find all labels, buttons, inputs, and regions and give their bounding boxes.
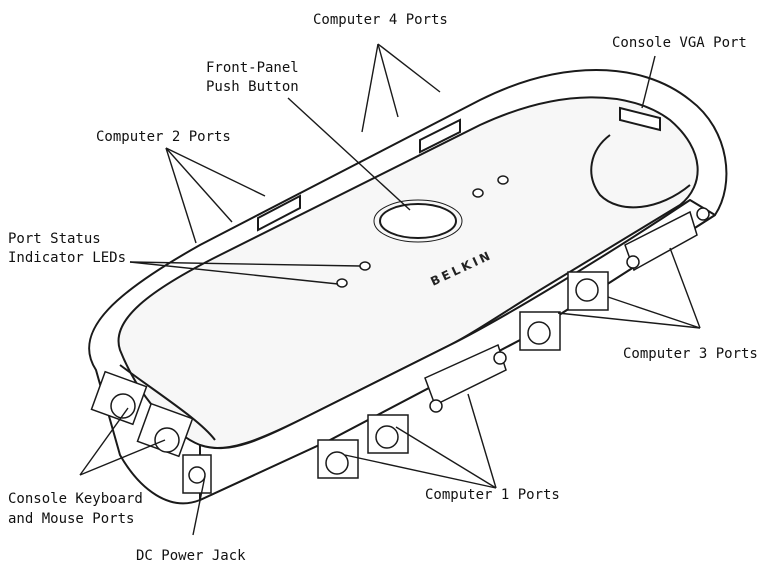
computer-3-ps2-port-b[interactable] <box>575 278 599 302</box>
led-port-status-2 <box>336 278 348 288</box>
computer-1-ps2-port-a[interactable] <box>325 451 349 475</box>
console-keyboard-port[interactable] <box>110 393 136 419</box>
computer-3-vga-screw-a <box>626 255 640 269</box>
callout-labels: Computer 4 Ports Console VGA Port Front-… <box>8 12 758 564</box>
device-front-edge <box>119 364 216 441</box>
device-side-curve <box>590 134 691 209</box>
side-ports <box>90 207 710 494</box>
label-dc-power-jack: DC Power Jack <box>136 548 246 564</box>
label-computer-2-ports: Computer 2 Ports <box>96 129 231 145</box>
top-ports <box>257 106 661 232</box>
label-console-kbd-line2: and Mouse Ports <box>8 511 134 527</box>
label-console-vga-port: Console VGA Port <box>612 35 747 51</box>
label-front-panel-line1: Front-Panel <box>206 60 299 76</box>
label-port-status-line2: Indicator LEDs <box>8 250 126 266</box>
led-group <box>336 175 509 288</box>
led-computer-4a <box>472 188 484 198</box>
label-front-panel-line2: Push Button <box>206 79 299 95</box>
led-port-status-1 <box>359 261 371 271</box>
computer-3-ps2-port-a[interactable] <box>527 321 551 345</box>
computer-1-vga-screw-b <box>493 351 507 365</box>
label-port-status-line1: Port Status <box>8 231 101 247</box>
dc-power-jack[interactable] <box>188 466 206 484</box>
computer-3-vga-screw-b <box>696 207 710 221</box>
push-button-rim <box>373 199 463 243</box>
label-computer-3-ports: Computer 3 Ports <box>623 346 758 362</box>
led-computer-4b <box>497 175 509 185</box>
label-computer-1-ports: Computer 1 Ports <box>425 487 560 503</box>
computer-1-vga-port[interactable] <box>424 343 507 407</box>
computer-4-port-bump <box>419 118 461 154</box>
computer-2-port-bump <box>257 194 301 232</box>
console-vga-port-bump <box>619 106 661 132</box>
computer-1-ps2-port-b[interactable] <box>375 425 399 449</box>
leader-lines <box>79 43 701 536</box>
front-panel-push-button[interactable] <box>379 203 457 239</box>
label-console-kbd-line1: Console Keyboard <box>8 491 143 507</box>
computer-1-vga-screw-a <box>429 399 443 413</box>
console-mouse-port[interactable] <box>154 427 180 453</box>
label-computer-4-ports: Computer 4 Ports <box>313 12 448 28</box>
